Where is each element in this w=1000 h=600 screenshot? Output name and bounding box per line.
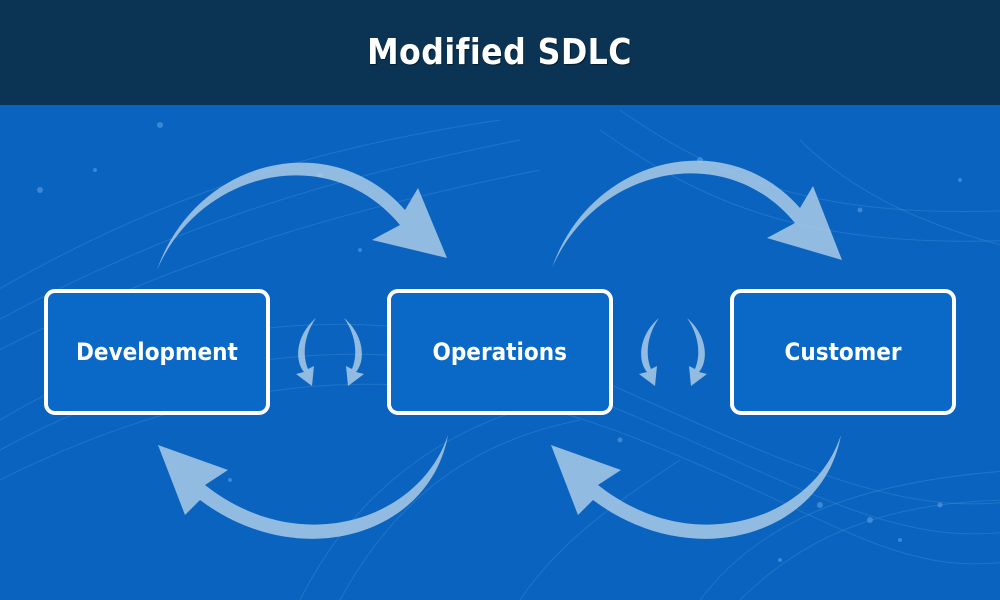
node-development: Development <box>44 289 270 415</box>
node-label: Operations <box>432 338 568 366</box>
node-operations: Operations <box>387 289 613 415</box>
node-label: Development <box>76 338 238 366</box>
page-title: Modified SDLC <box>367 32 633 73</box>
node-customer: Customer <box>730 289 956 415</box>
node-label: Customer <box>784 338 902 366</box>
header-bar: Modified SDLC <box>0 0 1000 105</box>
